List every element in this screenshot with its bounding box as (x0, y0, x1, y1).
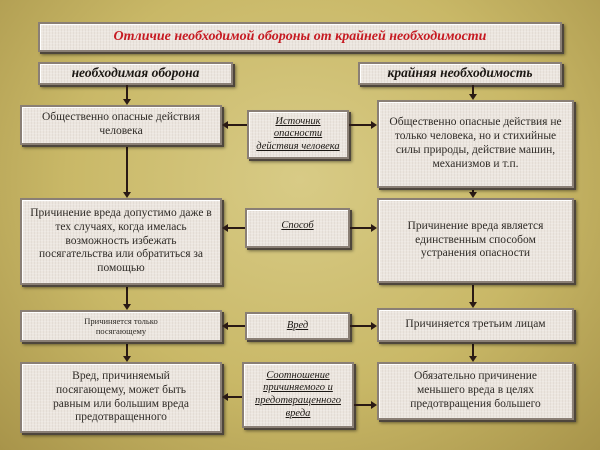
arrow-left-icon (222, 393, 228, 401)
right-harm: Причиняется третьим лицам (377, 308, 574, 342)
connector-h (350, 325, 371, 327)
arrow-down-icon (469, 192, 477, 198)
arrow-left-icon (222, 121, 228, 129)
connector-left-3 (126, 285, 128, 305)
connector-right-3 (472, 283, 474, 303)
arrow-right-icon (371, 224, 377, 232)
arrow-down-icon (123, 356, 131, 362)
criterion-source-of-danger: Источник опасности действия человека (247, 110, 349, 159)
left-method: Причинение вреда допустимо даже в тех сл… (20, 198, 222, 285)
arrow-down-icon (469, 302, 477, 308)
connector-h (228, 227, 245, 229)
arrow-down-icon (469, 356, 477, 362)
arrow-down-icon (123, 99, 131, 105)
arrow-down-icon (469, 94, 477, 100)
arrow-left-icon (222, 322, 228, 330)
arrow-right-icon (371, 401, 377, 409)
right-harm-ratio: Обязательно причинение меньшего вреда в … (377, 362, 574, 420)
connector-left-1 (126, 85, 128, 101)
connector-right-4 (472, 342, 474, 357)
left-source-of-danger: Общественно опасные действия человека (20, 105, 222, 145)
right-method: Причинение вреда является единственным с… (377, 198, 574, 283)
criterion-harm: Вред (245, 312, 350, 340)
connector-left-2 (126, 145, 128, 193)
connector-right-1 (472, 85, 474, 95)
diagram-title: Отличие необходимой обороны от крайней н… (38, 22, 562, 52)
connector-right-2 (472, 188, 474, 193)
connector-h (228, 325, 245, 327)
arrow-down-icon (123, 192, 131, 198)
arrow-right-icon (371, 121, 377, 129)
column-header-extreme-necessity: крайняя необходимость (358, 62, 562, 85)
criterion-harm-ratio: Соотношение причиняемого и предотвращенн… (242, 362, 354, 428)
arrow-left-icon (222, 224, 228, 232)
connector-h (354, 404, 371, 406)
connector-h (350, 227, 371, 229)
connector-h (228, 124, 247, 126)
right-source-of-danger: Общественно опасные действия не только ч… (377, 100, 574, 188)
arrow-down-icon (123, 304, 131, 310)
connector-h (228, 396, 242, 398)
arrow-right-icon (371, 322, 377, 330)
criterion-method: Способ (245, 208, 350, 248)
connector-h (349, 124, 371, 126)
left-harm-ratio: Вред, причиняемый посягающему, может быт… (20, 362, 222, 433)
connector-left-4 (126, 342, 128, 357)
left-harm: Причиняется только посягающему (20, 310, 222, 342)
column-header-necessary-defense: необходимая оборона (38, 62, 233, 85)
